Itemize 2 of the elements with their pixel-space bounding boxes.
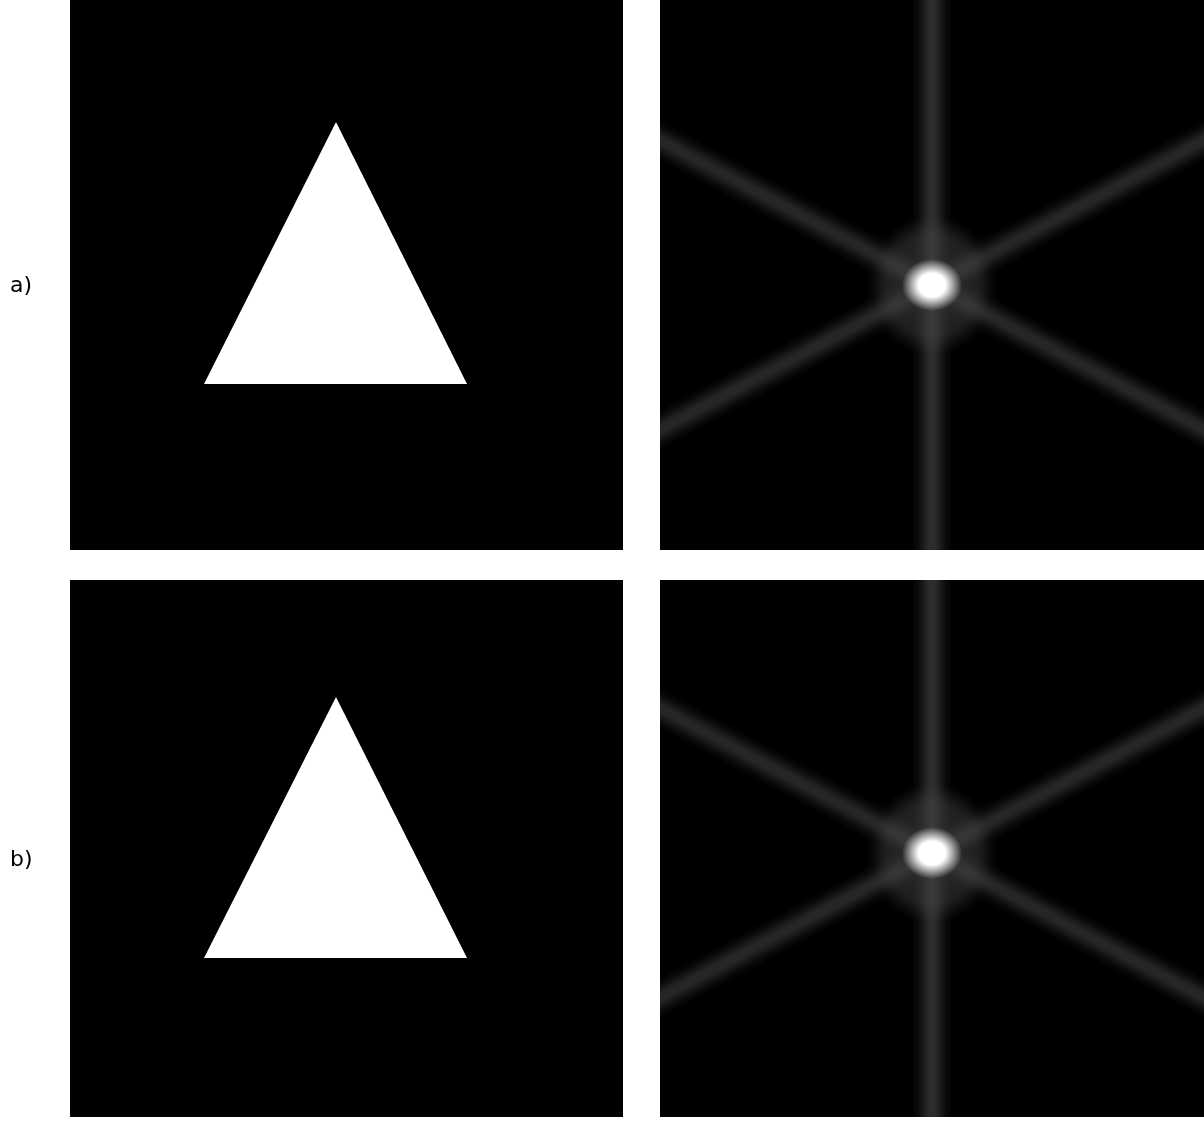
panel-label: b) (10, 848, 33, 870)
panel-label: a) (10, 274, 33, 296)
